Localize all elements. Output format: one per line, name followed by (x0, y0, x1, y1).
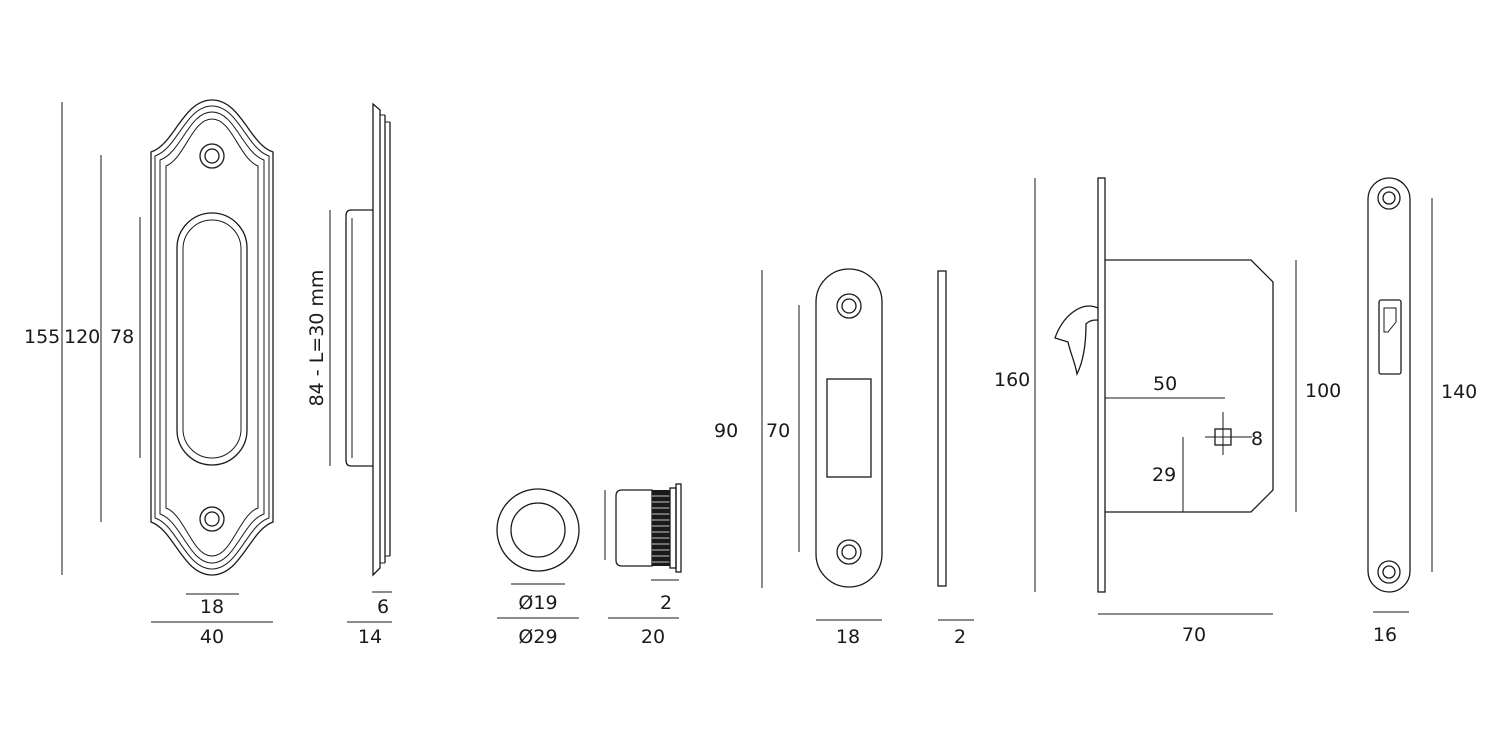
knob-outer-circle (496, 488, 580, 572)
pull-plate-outline-4 (165, 118, 259, 557)
dim-label-70: 70 (766, 420, 790, 442)
mortise-lock-body: 160 50 8 29 100 70 (994, 177, 1341, 646)
dim-label-16: 16 (1373, 624, 1397, 646)
pull-plate-outline-3 (159, 111, 265, 564)
dim-label-29: 29 (1152, 464, 1176, 486)
dim-label-2-strike: 2 (954, 626, 966, 648)
pull-plate-front: 155 120 78 18 40 (24, 99, 274, 648)
knob-flange-outer (675, 483, 682, 573)
dim-label-8: 8 (1251, 428, 1263, 450)
pull-plate-recess (176, 212, 248, 466)
dim-label-20: 20 (641, 626, 665, 648)
strike-plate-front: 90 70 18 (714, 268, 883, 648)
pull-plate-screw-top (199, 143, 225, 169)
dim-label-14: 14 (358, 626, 382, 648)
lock-case-outline (1105, 259, 1274, 513)
lock-hook-bolt (1054, 305, 1099, 377)
dim-label-50: 50 (1153, 373, 1177, 395)
strike-latch-opening (826, 378, 872, 478)
knob-inner-circle (510, 502, 566, 558)
knob-knurl-lines (652, 495, 670, 563)
strike-screw-top (836, 293, 862, 319)
dim-label-o29: Ø29 (518, 626, 557, 648)
round-knob-side: 2 20 (604, 483, 682, 648)
faceplate-latch-hook (1383, 307, 1397, 333)
strike-screw-bottom-inner (841, 544, 857, 560)
strike-screw-bottom (836, 539, 862, 565)
dim-label-2-knob: 2 (660, 592, 672, 614)
pull-plate-screw-bottom-inner (204, 511, 220, 527)
dim-label-160: 160 (994, 369, 1030, 391)
faceplate-screw-top (1377, 186, 1401, 210)
dim-label-100: 100 (1305, 380, 1341, 402)
faceplate-screw-top-inner (1382, 191, 1396, 205)
strike-screw-top-inner (841, 298, 857, 314)
knob-side-body (615, 489, 653, 567)
dim-label-78: 78 (110, 326, 134, 348)
pull-plate-outline-outer (150, 99, 274, 576)
faceplate-latch-slot (1378, 299, 1402, 375)
dim-label-155: 155 (24, 326, 60, 348)
dim-label-40: 40 (200, 626, 224, 648)
dim-label-140: 140 (1441, 381, 1477, 403)
pull-plate-screw-bottom (199, 506, 225, 532)
dim-label-o19: Ø19 (518, 592, 557, 614)
dim-label-90: 90 (714, 420, 738, 442)
strike-plate-side: 2 (937, 270, 974, 648)
lock-faceplate-front: 140 16 (1367, 177, 1477, 646)
faceplate-outline (1367, 177, 1411, 593)
lock-faceplate-edge (1097, 177, 1106, 593)
dim-label-18-strike: 18 (836, 626, 860, 648)
dim-label-6: 6 (377, 596, 389, 618)
faceplate-screw-bottom-inner (1382, 565, 1396, 579)
dim-label-84: 84 - L=30 mm (306, 270, 328, 407)
side-recess-body (345, 209, 373, 467)
round-knob-front: Ø19 Ø29 (496, 488, 580, 648)
knob-flange-inner (669, 487, 677, 569)
pull-plate-screw-top-inner (204, 148, 220, 164)
dim-label-18: 18 (200, 596, 224, 618)
pull-plate-recess-inner (182, 219, 242, 459)
pull-plate-side: 84 - L=30 mm 6 14 (306, 102, 392, 648)
dim-label-120: 120 (64, 326, 100, 348)
strike-side-outline (937, 270, 947, 587)
strike-plate-outline (815, 268, 883, 588)
dim-label-70-lock: 70 (1182, 624, 1206, 646)
pull-plate-outline-2 (154, 105, 270, 570)
knob-knurled-ring (652, 490, 670, 566)
side-plate-outer (372, 102, 381, 577)
faceplate-screw-bottom (1377, 560, 1401, 584)
